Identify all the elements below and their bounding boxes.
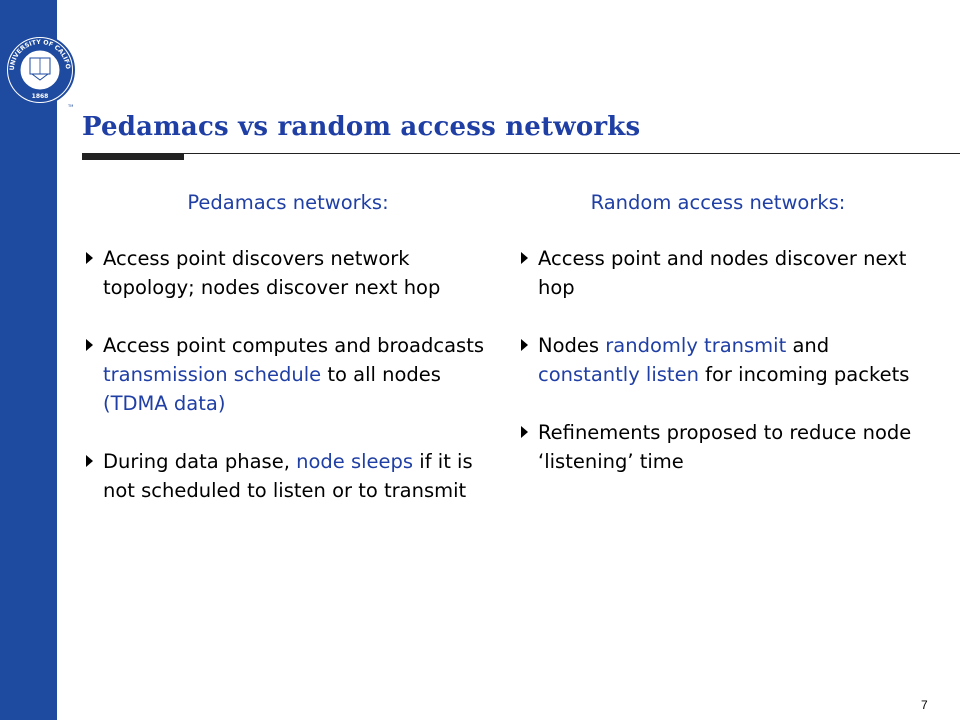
list-item: Access point and nodes discover next hop — [521, 244, 921, 302]
bullet-text: if it is not scheduled to listen or to t… — [103, 450, 473, 502]
highlighted-text: transmission schedule — [103, 363, 322, 386]
seal-year: 1868 — [32, 93, 49, 100]
list-item: Access point computes and broadcasts tra… — [86, 331, 496, 418]
bullet-arrow-icon — [521, 339, 528, 351]
bullet-text: for incoming packets — [698, 363, 910, 386]
bullet-text: and — [786, 334, 830, 357]
bullet-arrow-icon — [86, 339, 93, 351]
list-item: Access point discovers network topology;… — [86, 244, 496, 302]
bullet-arrow-icon — [521, 252, 528, 264]
bullet-text: to all nodes — [321, 363, 441, 386]
seal-trademark: TM — [67, 104, 73, 108]
page-title: Pedamacs vs random access networks — [82, 112, 641, 142]
title-divider-accent — [82, 154, 184, 160]
bullet-text: Refinements proposed to reduce node ‘lis… — [538, 421, 912, 473]
list-item: Refinements proposed to reduce node ‘lis… — [521, 418, 921, 476]
university-seal-logo: THE UNIVERSITY OF CALIFORNIA 1868 TM — [5, 34, 75, 108]
bullet-text: Access point and nodes discover next hop — [538, 247, 907, 299]
page-number: 7 — [921, 698, 928, 712]
title-divider — [82, 153, 960, 154]
bullet-arrow-icon — [86, 455, 93, 467]
bullet-text: Access point computes and broadcasts — [103, 334, 485, 357]
bullet-text: Nodes — [538, 334, 606, 357]
highlighted-text: node sleeps — [296, 450, 414, 473]
pedamacs-column: Pedamacs networks: Access point discover… — [86, 188, 496, 534]
list-item: Nodes randomly transmit and constantly l… — [521, 331, 921, 389]
pedamacs-column-header: Pedamacs networks: — [187, 191, 389, 214]
highlighted-text: randomly transmit — [605, 334, 787, 357]
bullet-text: Access point discovers network topology;… — [103, 247, 441, 299]
highlighted-text: constantly listen — [538, 363, 699, 386]
list-item: During data phase, node sleeps if it is … — [86, 447, 496, 505]
highlighted-text: (TDMA data) — [103, 392, 226, 415]
bullet-arrow-icon — [521, 426, 528, 438]
bullet-arrow-icon — [86, 252, 93, 264]
bullet-text: During data phase, — [103, 450, 297, 473]
random-access-column: Random access networks: Access point and… — [521, 188, 921, 505]
sidebar-bar — [0, 0, 57, 720]
random-access-column-header: Random access networks: — [590, 191, 846, 214]
